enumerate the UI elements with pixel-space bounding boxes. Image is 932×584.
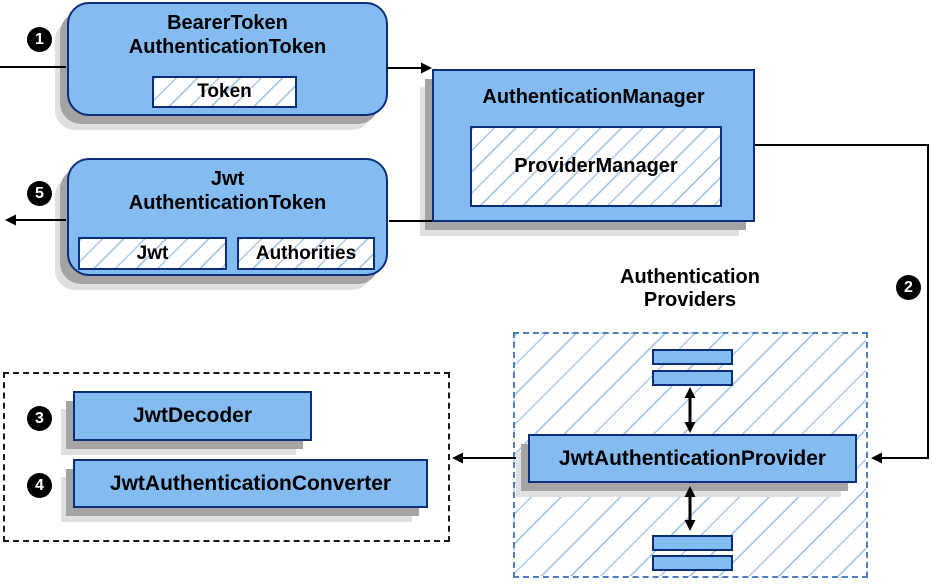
step-5-number: 5 (35, 184, 44, 202)
jwt-authentication-converter-label: JwtAuthenticationConverter (109, 471, 392, 495)
field-authorities-label: Authorities (255, 242, 357, 264)
node-jwt-authentication-converter: JwtAuthenticationConverter (73, 459, 428, 508)
providers-title-line2: Providers (643, 289, 737, 311)
field-authorities: Authorities (237, 237, 375, 270)
bearer-token-title-line1: BearerToken (167, 12, 288, 34)
node-authentication-manager: AuthenticationManager ProviderManager (432, 69, 755, 222)
decoder-converter-group-box (3, 372, 450, 542)
arrow-provider-to-decoder-group (452, 452, 516, 464)
field-jwt-label: Jwt (136, 242, 169, 264)
field-provider-manager: ProviderManager (470, 126, 722, 207)
jwt-token-title: Jwt AuthenticationToken (69, 160, 386, 215)
node-jwt-authentication-provider: JwtAuthenticationProvider (528, 434, 857, 483)
jwt-token-title-line2: AuthenticationToken (128, 192, 327, 214)
jwt-token-title-line1: Jwt (210, 168, 245, 190)
providers-title-line1: Authentication (620, 266, 760, 288)
provider-stub-rect-top-2 (652, 370, 733, 386)
arrow-jwt-token-out (5, 214, 66, 226)
bearer-token-title: BearerToken AuthenticationToken (69, 4, 386, 59)
step-badge-1: 1 (27, 27, 52, 52)
authentication-providers-group-title: Authentication Providers (565, 266, 815, 312)
field-token-label: Token (197, 81, 252, 102)
step-badge-2: 2 (896, 275, 921, 300)
authentication-manager-title: AuthenticationManager (482, 86, 705, 108)
provider-stub-rect-bottom-2 (652, 555, 733, 571)
field-jwt: Jwt (78, 237, 227, 270)
provider-stub-rect-bottom-1 (652, 535, 733, 551)
field-provider-manager-label: ProviderManager (514, 155, 678, 177)
node-jwt-authentication-token: Jwt AuthenticationToken Jwt Authorities (67, 158, 388, 276)
step-badge-3: 3 (27, 406, 52, 431)
jwt-authentication-provider-label: JwtAuthenticationProvider (558, 446, 827, 470)
step-4-number: 4 (35, 476, 44, 494)
step-2-number: 2 (904, 278, 913, 296)
step-3-number: 3 (35, 409, 44, 427)
node-bearer-token-authentication-token: BearerToken AuthenticationToken Token (67, 2, 388, 116)
field-token: Token (152, 76, 297, 108)
step-badge-4: 4 (27, 473, 52, 498)
node-jwt-decoder: JwtDecoder (73, 391, 312, 441)
step-badge-5: 5 (27, 181, 52, 206)
jwt-decoder-label: JwtDecoder (132, 404, 253, 427)
provider-stub-rect-top-1 (652, 349, 733, 365)
step-1-number: 1 (35, 30, 44, 48)
arrow-bearer-to-manager (387, 62, 432, 74)
bearer-token-title-line2: AuthenticationToken (128, 36, 327, 58)
